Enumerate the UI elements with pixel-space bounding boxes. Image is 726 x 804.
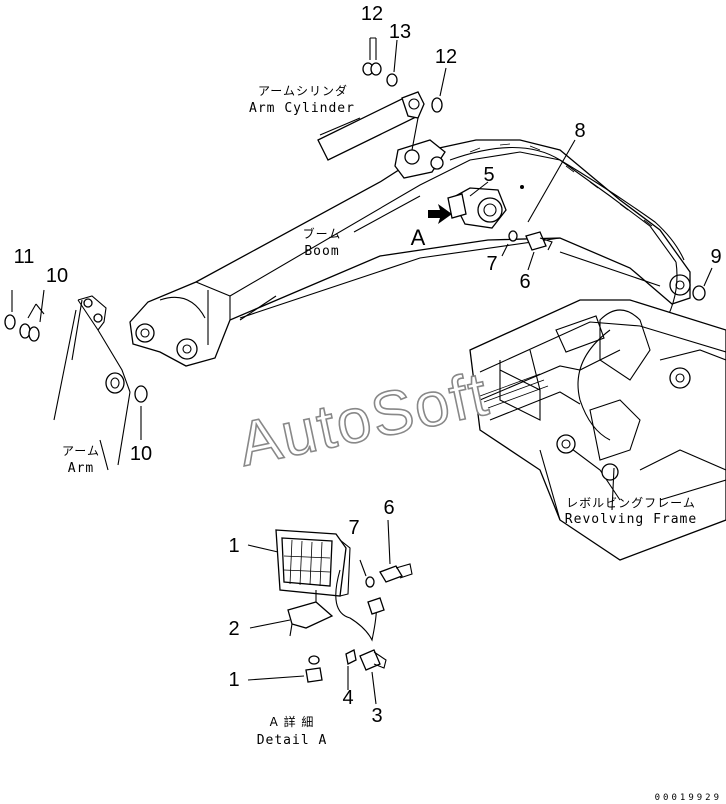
callout-7-main: 7 — [486, 253, 497, 275]
revolving-frame-label-en: Revolving Frame — [565, 512, 697, 527]
arm-label-en: Arm — [68, 461, 94, 476]
detail-a-label-en: Detail A — [257, 733, 328, 748]
callout-10-bottom: 10 — [130, 443, 152, 465]
leader-lines — [99, 117, 615, 511]
revolving-frame-label-jp: レボルビングフレーム — [566, 496, 696, 510]
boom-lamp-fasteners — [428, 204, 661, 287]
arm-cylinder-label-jp: アームシリンダ — [258, 83, 348, 98]
boom-label-jp: ブーム — [303, 226, 342, 241]
detail-a-label-jp: A 詳 細 — [270, 714, 315, 729]
callout-3: 3 — [371, 705, 382, 727]
callout-5: 5 — [483, 164, 494, 186]
autosoft-watermark: AutoSoft — [233, 359, 496, 479]
callout-12-right: 12 — [435, 46, 457, 68]
arm-cylinder-label-en: Arm Cylinder — [249, 101, 355, 116]
arm-label-jp: アーム — [62, 444, 100, 458]
callout-10-left: 10 — [46, 265, 68, 287]
detail-a-drawing — [247, 519, 413, 705]
callout-6-detail: 6 — [383, 497, 394, 519]
boom-label-en: Boom — [304, 244, 339, 259]
callout-13: 13 — [389, 21, 411, 43]
revolving-frame-drawing — [469, 267, 726, 561]
callout-6-main: 6 — [519, 271, 530, 293]
callout-11: 11 — [14, 246, 35, 268]
view-arrow-label: A — [411, 225, 426, 250]
boom-drawing — [129, 139, 691, 367]
callout-4: 4 — [342, 687, 353, 709]
callout-1-nut: 1 — [228, 669, 239, 691]
arm-drawing — [4, 289, 148, 466]
callout-7-detail: 7 — [348, 517, 359, 539]
callout-12-top: 12 — [361, 3, 383, 25]
callout-8: 8 — [574, 120, 585, 142]
callout-9: 9 — [710, 246, 721, 268]
callout-1-lamp: 1 — [228, 535, 239, 557]
arm-cylinder-drawing — [317, 37, 447, 161]
callout-2: 2 — [228, 618, 239, 640]
document-number: 00019929 — [655, 793, 722, 803]
